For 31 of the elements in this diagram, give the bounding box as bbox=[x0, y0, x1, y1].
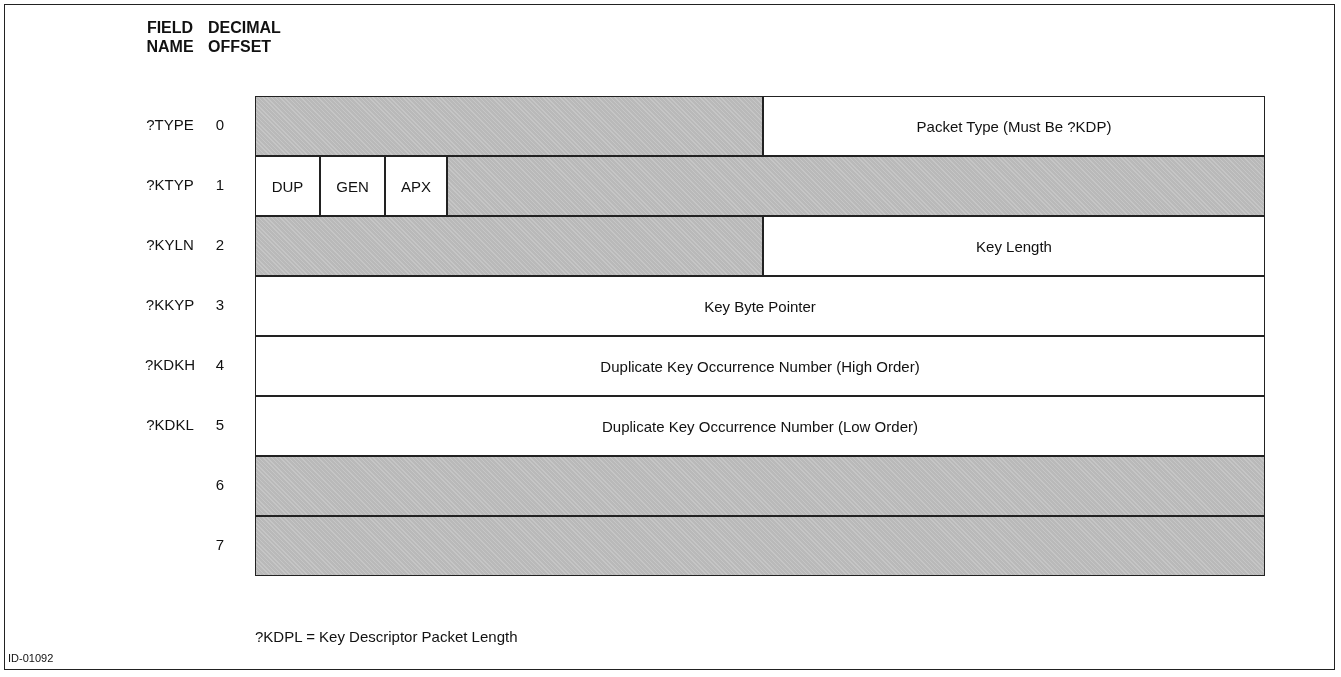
field-name: ?KDKL bbox=[145, 416, 195, 433]
shaded-field bbox=[255, 516, 1265, 576]
offset-number: 2 bbox=[214, 236, 226, 253]
field-cell: Key Length bbox=[763, 216, 1265, 276]
offset-number: 0 bbox=[214, 116, 226, 133]
field-cell: APX bbox=[385, 156, 447, 216]
field-cell: Duplicate Key Occurrence Number (High Order) bbox=[255, 336, 1265, 396]
offset-number: 1 bbox=[214, 176, 226, 193]
shaded-field bbox=[447, 156, 1265, 216]
field-name: ?KTYP bbox=[145, 176, 195, 193]
field-cell: DUP bbox=[255, 156, 320, 216]
field-cell: Duplicate Key Occurrence Number (Low Order) bbox=[255, 396, 1265, 456]
column-header: DECIMAL OFFSET bbox=[208, 18, 282, 56]
field-name: ?KKYP bbox=[144, 296, 196, 313]
field-name: ?KYLN bbox=[145, 236, 195, 253]
field-name: ?TYPE bbox=[145, 116, 195, 133]
field-name: ?KDKH bbox=[144, 356, 196, 373]
shaded-field bbox=[255, 96, 763, 156]
field-cell: Packet Type (Must Be ?KDP) bbox=[763, 96, 1265, 156]
offset-number: 5 bbox=[214, 416, 226, 433]
shaded-field bbox=[255, 216, 763, 276]
field-cell: Key Byte Pointer bbox=[255, 276, 1265, 336]
shaded-field bbox=[255, 456, 1265, 516]
offset-number: 7 bbox=[214, 536, 226, 553]
offset-number: 3 bbox=[214, 296, 226, 313]
figure-id: ID-01092 bbox=[8, 652, 55, 664]
offset-number: 4 bbox=[214, 356, 226, 373]
footnote: ?KDPL = Key Descriptor Packet Length bbox=[255, 628, 519, 645]
field-cell: GEN bbox=[320, 156, 385, 216]
offset-number: 6 bbox=[214, 476, 226, 493]
column-header: FIELD NAME bbox=[145, 18, 195, 56]
